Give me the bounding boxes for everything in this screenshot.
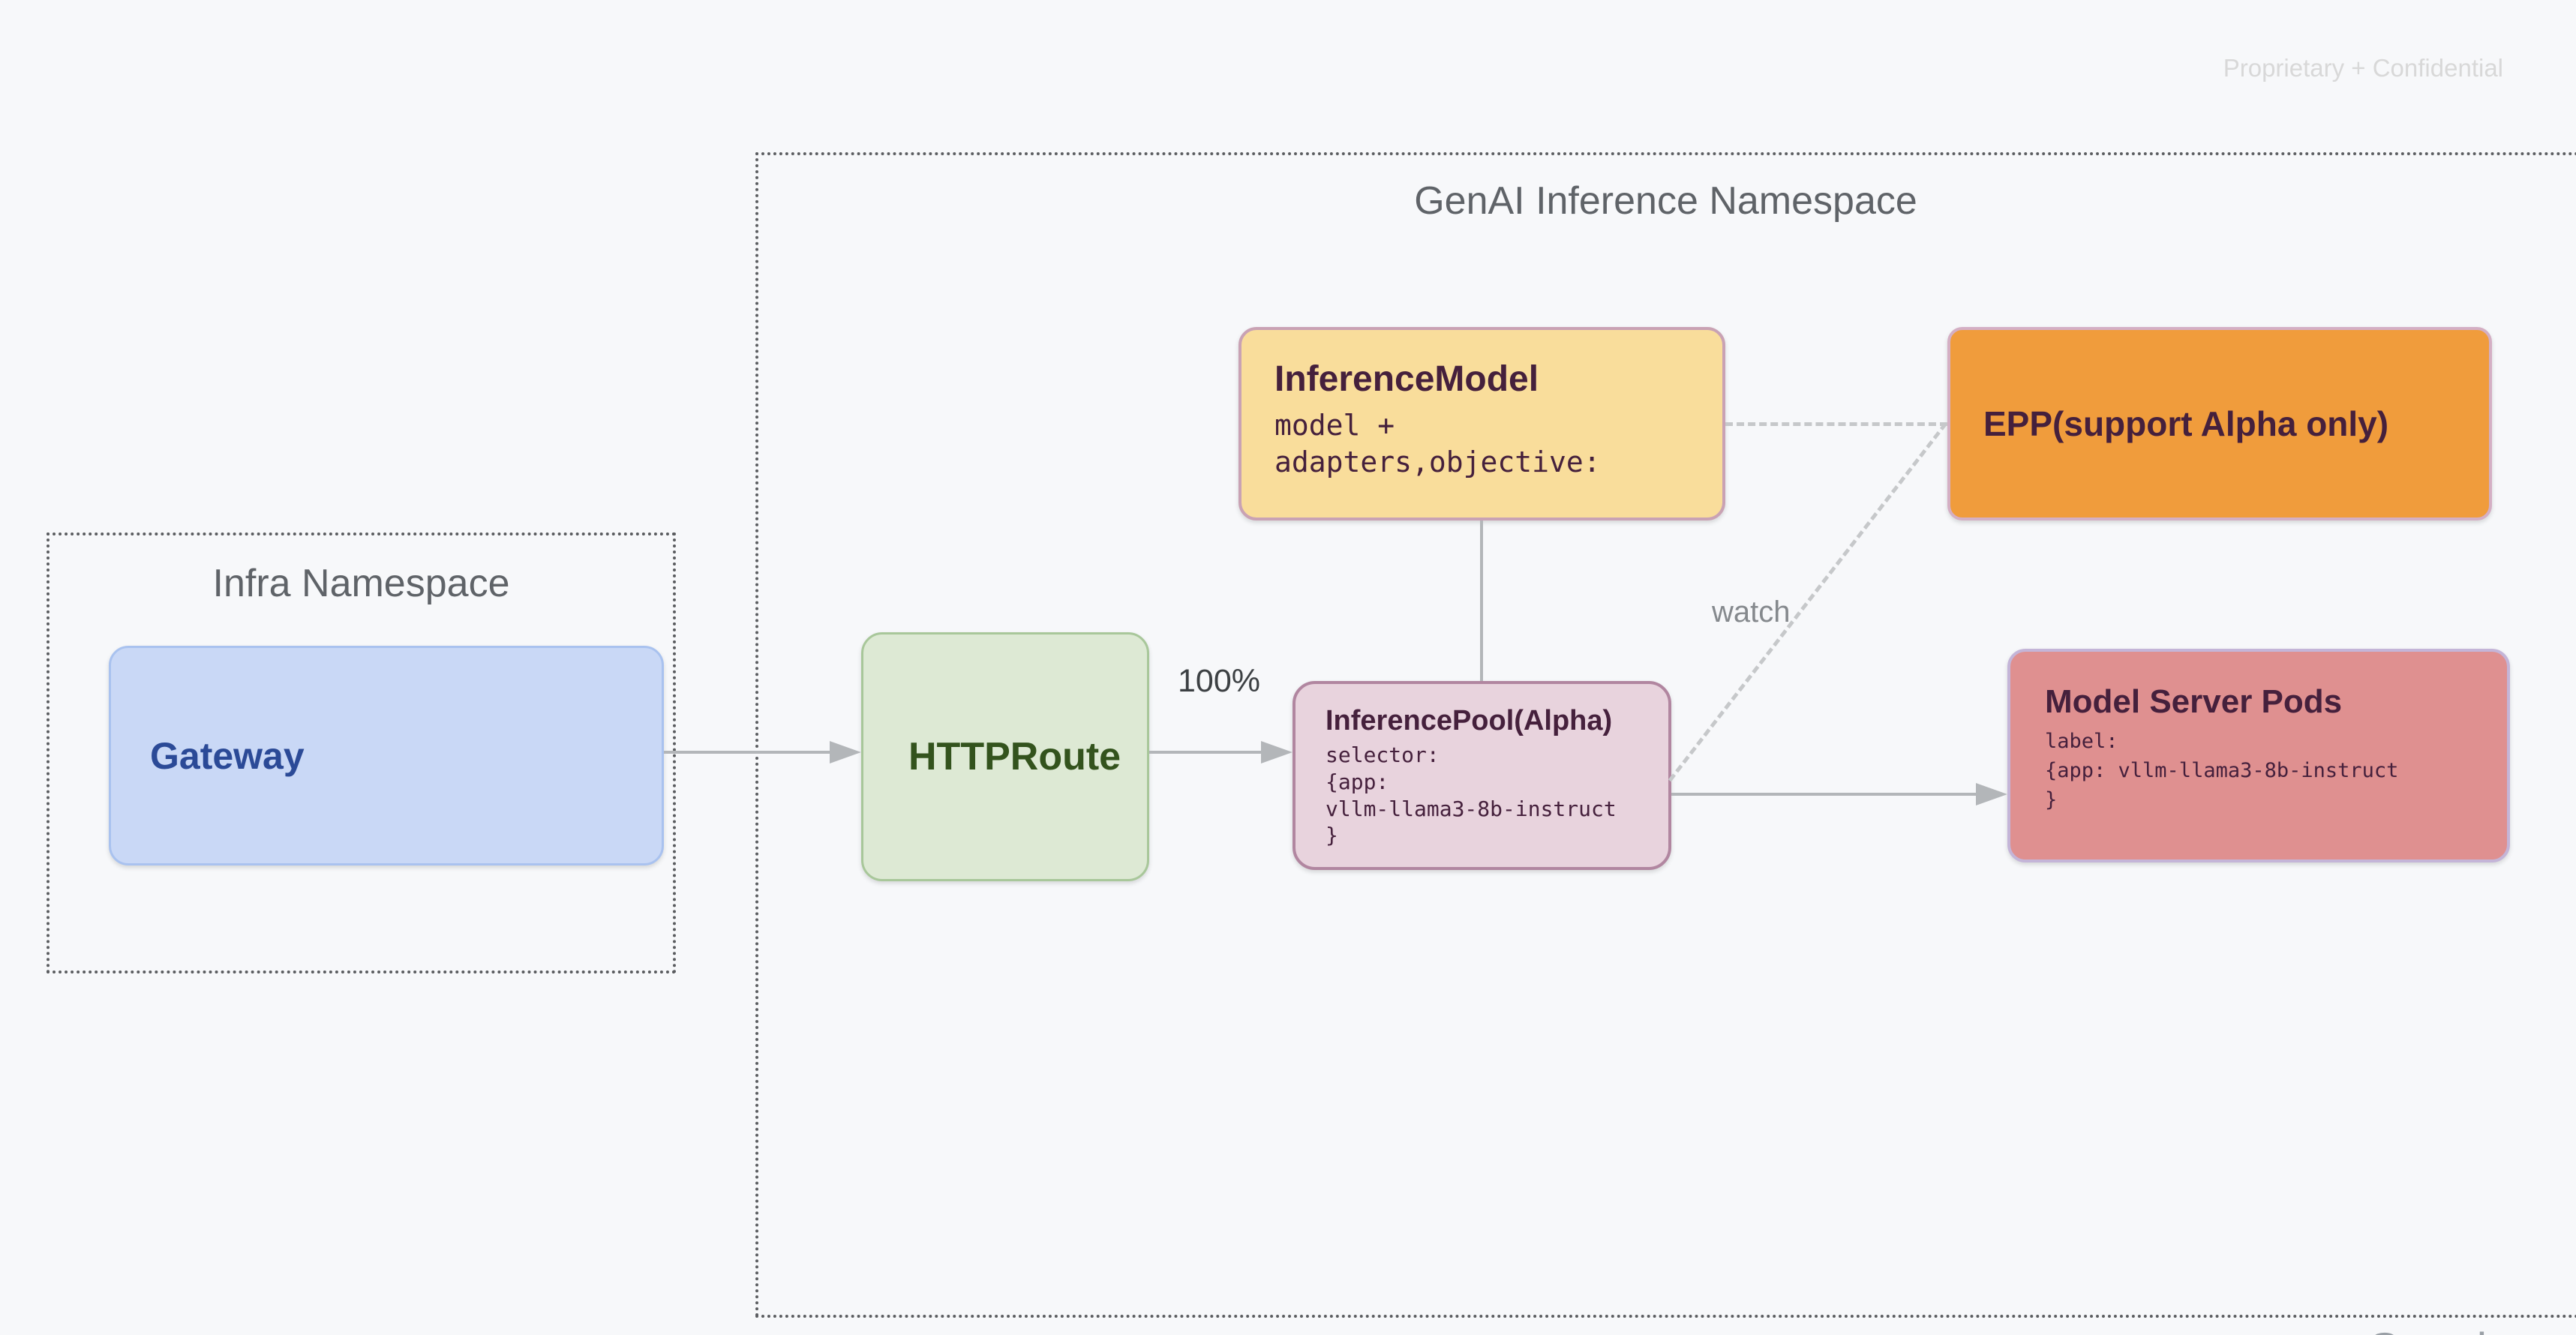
model-server-pods-label-spec: label: {app: vllm-llama3-8b-instruct } xyxy=(2045,730,2399,812)
epp-node: EPP(support Alpha only) xyxy=(1947,327,2492,520)
genai-namespace-title-wrap: GenAI Inference Namespace xyxy=(755,178,2576,224)
gateway-node: Gateway xyxy=(109,646,664,866)
inference-model-node: InferenceModel model + adapters,objectiv… xyxy=(1238,327,1725,520)
edge-inference-pool-to-model-server-pods xyxy=(1671,793,1976,796)
watch-label: watch xyxy=(1712,596,1791,628)
infra-namespace-title-wrap: Infra Namespace xyxy=(50,561,673,606)
httproute-label: HTTPRoute xyxy=(908,735,1121,778)
model-server-pods-title: Model Server Pods xyxy=(2045,683,2343,720)
inference-pool-selector: selector: {app: vllm-llama3-8b-instruct … xyxy=(1326,742,1617,848)
infra-namespace-title: Infra Namespace xyxy=(212,562,510,605)
google-logo-partial: Google xyxy=(2367,1323,2511,1335)
genai-namespace-box xyxy=(755,152,2576,1318)
httproute-node: HTTPRoute xyxy=(861,632,1149,881)
inference-model-spec: model + adapters,objective: xyxy=(1274,409,1601,479)
inference-pool-title: InferencePool(Alpha) xyxy=(1326,705,1613,736)
confidential-watermark: Proprietary + Confidential xyxy=(2223,54,2503,82)
model-server-pods-node: Model Server Pods label: {app: vllm-llam… xyxy=(2007,649,2510,862)
edge-inference-model-to-inference-pool xyxy=(1480,520,1483,681)
arrowhead-inference-pool-to-model-server-pods-icon xyxy=(1976,783,2007,806)
arrowhead-gateway-to-httproute-icon xyxy=(830,741,861,764)
infra-namespace-box: Infra Namespace xyxy=(47,532,676,974)
inference-model-title: InferenceModel xyxy=(1274,359,1539,399)
inference-pool-node: InferencePool(Alpha) selector: {app: vll… xyxy=(1293,681,1671,870)
gateway-label: Gateway xyxy=(150,734,305,777)
epp-label: EPP(support Alpha only) xyxy=(1983,404,2389,443)
edge-httproute-to-inference-pool xyxy=(1149,751,1261,754)
arrowhead-httproute-to-inference-pool-icon xyxy=(1261,741,1293,764)
traffic-split-label: 100% xyxy=(1178,663,1260,699)
edge-inference-model-to-epp-dashed xyxy=(1725,422,1947,426)
genai-namespace-title: GenAI Inference Namespace xyxy=(1414,179,1917,223)
edge-gateway-to-httproute xyxy=(664,751,830,754)
